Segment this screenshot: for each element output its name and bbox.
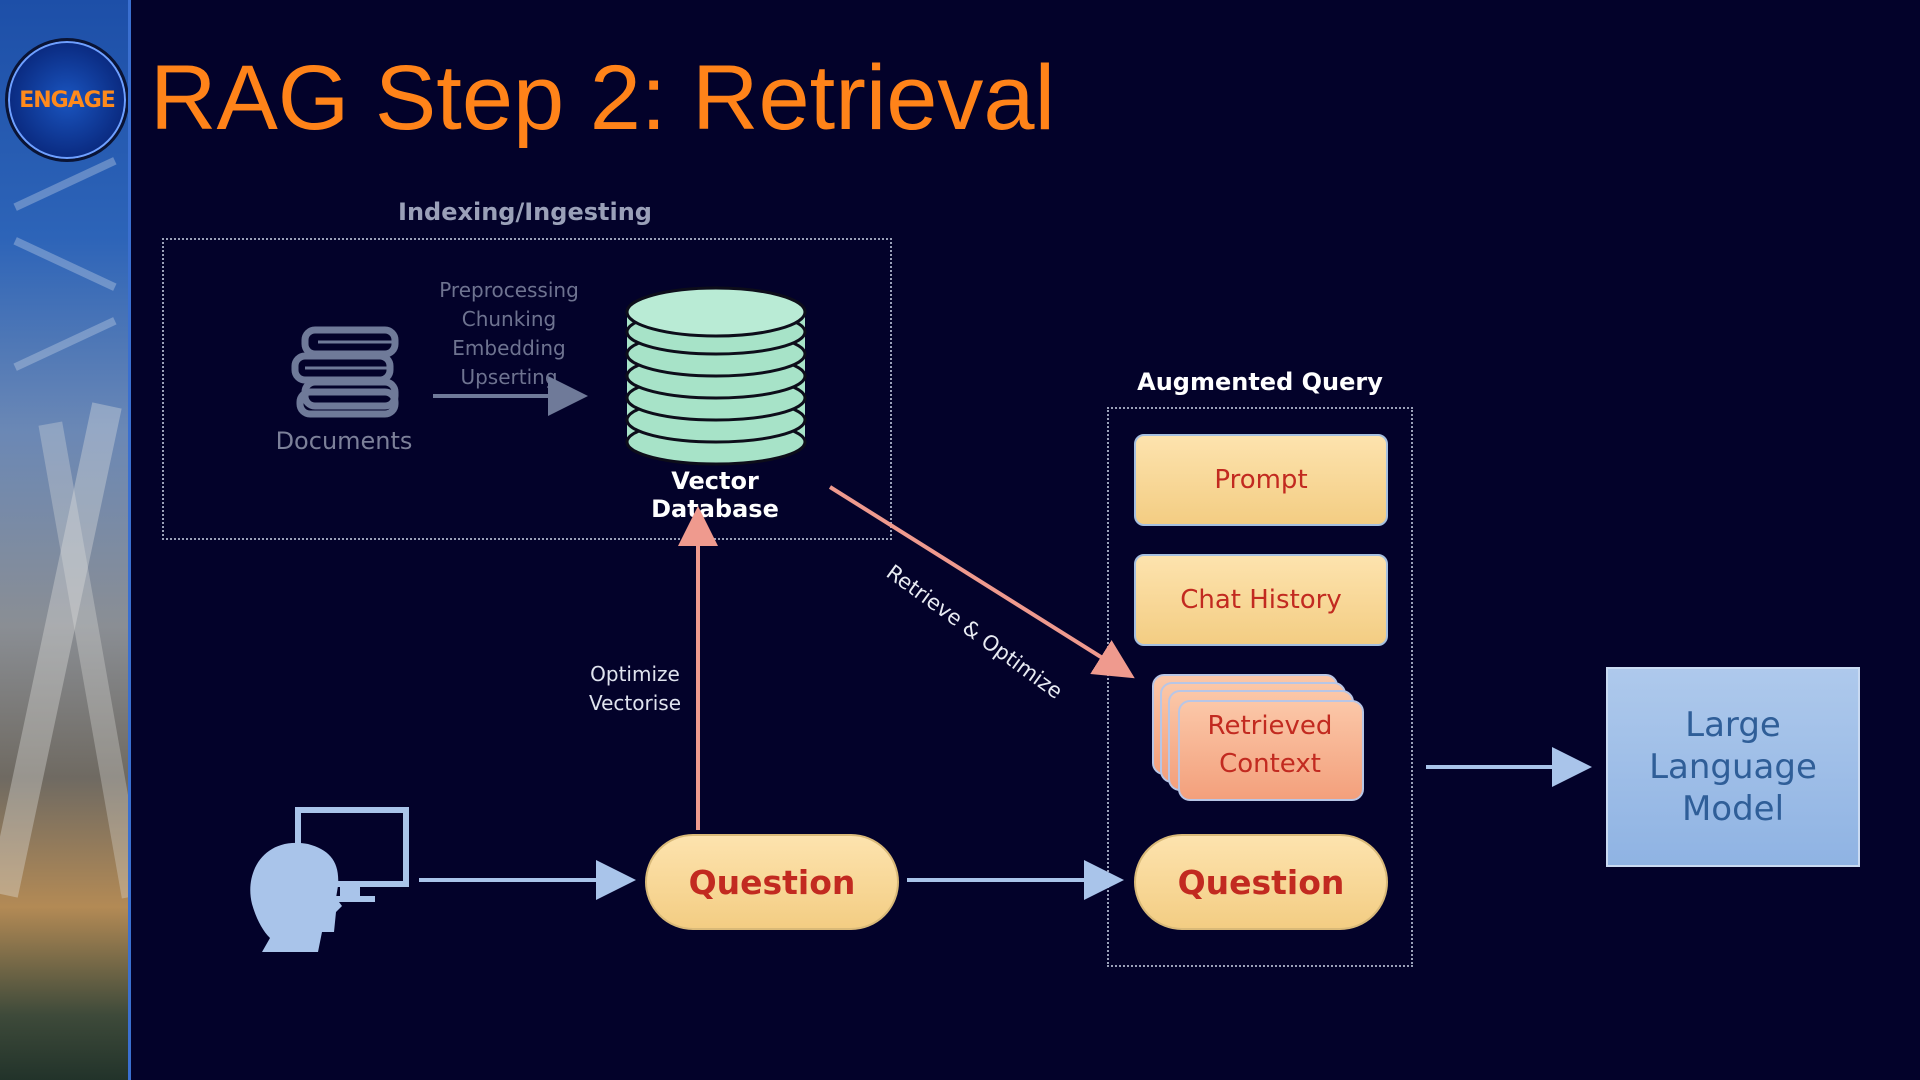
user-computer-icon <box>250 807 409 952</box>
retrieved-context-card <box>1178 700 1364 801</box>
sidebar-photo-strip: ENGAGE <box>0 0 130 1080</box>
context-line: Context <box>1219 749 1321 779</box>
sidebar-edge <box>128 0 131 1080</box>
step-chunking: Chunking <box>461 307 557 331</box>
vectorise-label: Vectorise <box>588 691 681 715</box>
indexing-group-box <box>162 238 892 540</box>
documents-label: Documents <box>275 427 413 455</box>
retrieve-arrow <box>828 485 1135 679</box>
step-preprocessing: Preprocessing <box>439 278 579 302</box>
large-language-model-box: Large Language Model <box>1606 667 1860 867</box>
question-pill: Question <box>645 834 899 930</box>
augmented-query-label: Augmented Query <box>1137 368 1383 396</box>
optimize-labels: Optimize Vectorise <box>560 660 710 718</box>
retrieved-line: Retrieved <box>1207 711 1333 741</box>
database-icon <box>625 286 807 466</box>
books-icon <box>291 326 399 418</box>
chat-history-card: Chat History <box>1134 554 1388 646</box>
retrieved-context-text: Retrieved Context <box>1178 707 1362 783</box>
llm-line-large: Large <box>1685 705 1781 745</box>
step-embedding: Embedding <box>452 336 566 360</box>
augmented-query-box <box>1107 407 1413 967</box>
indexing-steps: Preprocessing Chunking Embedding Upserti… <box>425 276 593 392</box>
optimize-label: Optimize <box>590 662 680 686</box>
engage-logo: ENGAGE <box>5 38 129 162</box>
llm-line-language: Language <box>1649 747 1817 787</box>
slide-title: RAG Step 2: Retrieval <box>150 47 1056 149</box>
indexing-label: Indexing/Ingesting <box>398 198 652 226</box>
logo-text: ENGAGE <box>19 87 116 113</box>
prompt-card: Prompt <box>1134 434 1388 526</box>
step-upserting: Upserting <box>460 365 558 389</box>
llm-line-model: Model <box>1681 789 1785 829</box>
augmented-question-pill: Question <box>1134 834 1388 930</box>
